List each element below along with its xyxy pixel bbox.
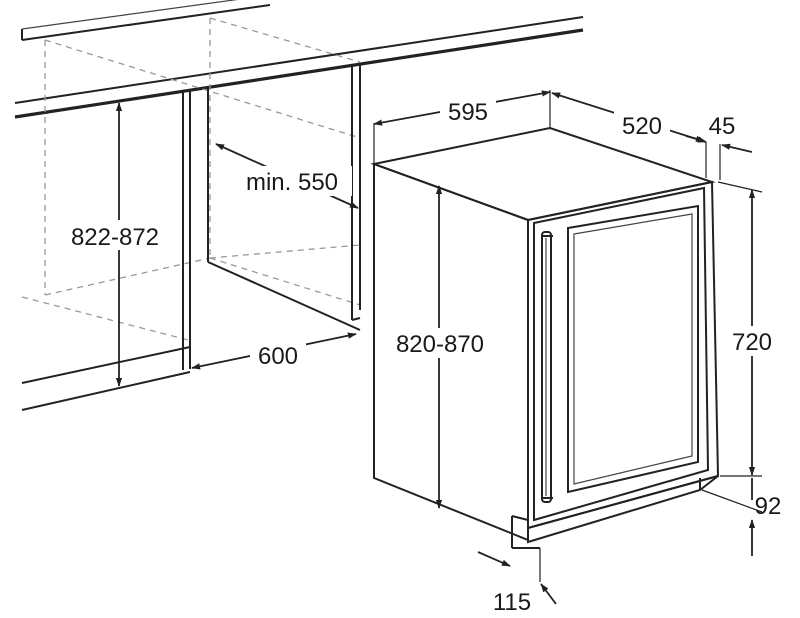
- worktop: [14, 0, 584, 119]
- left-cabinet-side: [182, 89, 191, 370]
- plinth: [527, 475, 719, 544]
- plinth-height-label: 92: [755, 493, 782, 520]
- dimension-labels: 822-872 595 520 45 min. 550 600 820-870 …: [58, 96, 781, 616]
- door-depth-label: 45: [709, 113, 736, 140]
- floor-line: [21, 346, 191, 411]
- niche-hidden-edges: [21, 17, 361, 341]
- niche-depth-label: min. 550: [246, 169, 338, 196]
- niche-width-label: 600: [258, 343, 298, 370]
- door-handle: [541, 231, 553, 503]
- door-height-label: 720: [732, 329, 772, 356]
- appliance-height-label: 820-870: [396, 331, 484, 358]
- niche-height-label: 822-872: [71, 224, 159, 251]
- recess-depth-label: 115: [493, 589, 531, 616]
- width-label: 595: [448, 99, 488, 126]
- appliance: [370, 126, 720, 549]
- glass-door: [527, 180, 720, 530]
- depth-label: 520: [622, 113, 662, 140]
- back-cabinet-side: [207, 63, 361, 331]
